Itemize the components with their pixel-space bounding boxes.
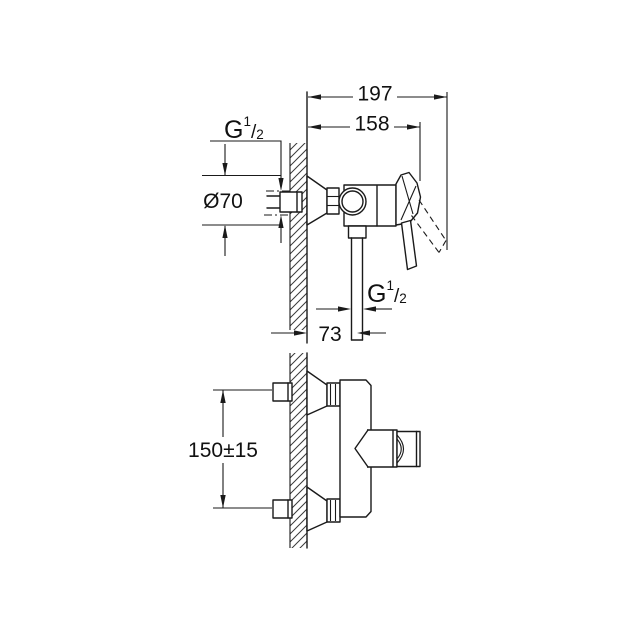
- thread-label-inlet: G1/2: [210, 114, 293, 243]
- arrowhead-up: [220, 390, 226, 403]
- dimension-73: 73: [271, 323, 386, 346]
- arrowhead-left: [308, 124, 321, 130]
- arrowhead-right: [294, 330, 307, 336]
- arrowhead-right: [407, 124, 420, 130]
- escutcheon-cone: [306, 175, 328, 226]
- body-cone-edge: [354, 429, 369, 468]
- side-view: 197 158 G1/2 Ø7: [202, 83, 448, 346]
- side-view-wall: [289, 91, 308, 344]
- s-union-bottom: [272, 486, 341, 532]
- union-nut: [326, 498, 341, 523]
- handle-assembly: [395, 171, 447, 271]
- dim-150-label: 150±15: [188, 439, 258, 462]
- dimension-dia70: Ø70: [202, 144, 281, 256]
- lever-open-phantom: [411, 199, 447, 253]
- lever-closed: [400, 219, 418, 271]
- outlet-thread-label: G1/2: [367, 278, 407, 308]
- arrowhead-right: [338, 306, 351, 312]
- union-nut: [326, 382, 341, 407]
- leader-line: [210, 140, 282, 178]
- dimension-197: 197: [308, 83, 448, 250]
- dim-73-label: 73: [318, 323, 341, 346]
- inlet-thread-label: G1/2: [224, 114, 264, 144]
- front-view-wall: [289, 352, 308, 549]
- dim-dia70-label: Ø70: [203, 190, 243, 213]
- dim-197-label: 197: [357, 83, 392, 106]
- escutcheon-cone: [306, 370, 328, 416]
- cap-face-arc: [396, 434, 405, 464]
- escutcheon-cone: [306, 486, 328, 532]
- dimension-158: 158: [308, 113, 421, 181]
- arrowhead-down: [222, 163, 228, 176]
- arrowhead-down: [278, 178, 284, 191]
- union-cap-outer: [338, 187, 367, 216]
- arrowhead-down: [220, 495, 226, 508]
- front-view: 150±15: [188, 352, 421, 549]
- outlet-pipe: [347, 225, 367, 341]
- mixer-body-front: [339, 379, 421, 518]
- arrowhead-left: [357, 330, 370, 336]
- outlet-collar: [347, 225, 367, 239]
- cap-face-arc-inner: [396, 438, 402, 460]
- wall-hatch: [290, 353, 307, 548]
- fitting-square: [279, 191, 303, 213]
- arrowhead-left: [363, 306, 376, 312]
- arrowhead-up: [278, 215, 284, 228]
- fitting-square: [272, 382, 293, 402]
- wall-supply-fitting: [266, 191, 303, 213]
- dimension-150: 150±15: [188, 389, 272, 509]
- dim-158-label: 158: [354, 113, 389, 136]
- arrowhead-left: [308, 94, 321, 100]
- union-cap-inner: [341, 190, 364, 213]
- arrowhead-right: [434, 94, 447, 100]
- handle-cap: [396, 430, 421, 468]
- mixer-body-side: [338, 184, 397, 227]
- s-union: [306, 175, 340, 226]
- wall-hatch: [290, 143, 307, 330]
- s-union-top: [272, 370, 341, 416]
- thread-label-outlet: G1/2: [316, 278, 407, 312]
- union-nut: [326, 187, 340, 215]
- fitting-square: [272, 499, 293, 519]
- arrowhead-up: [222, 225, 228, 238]
